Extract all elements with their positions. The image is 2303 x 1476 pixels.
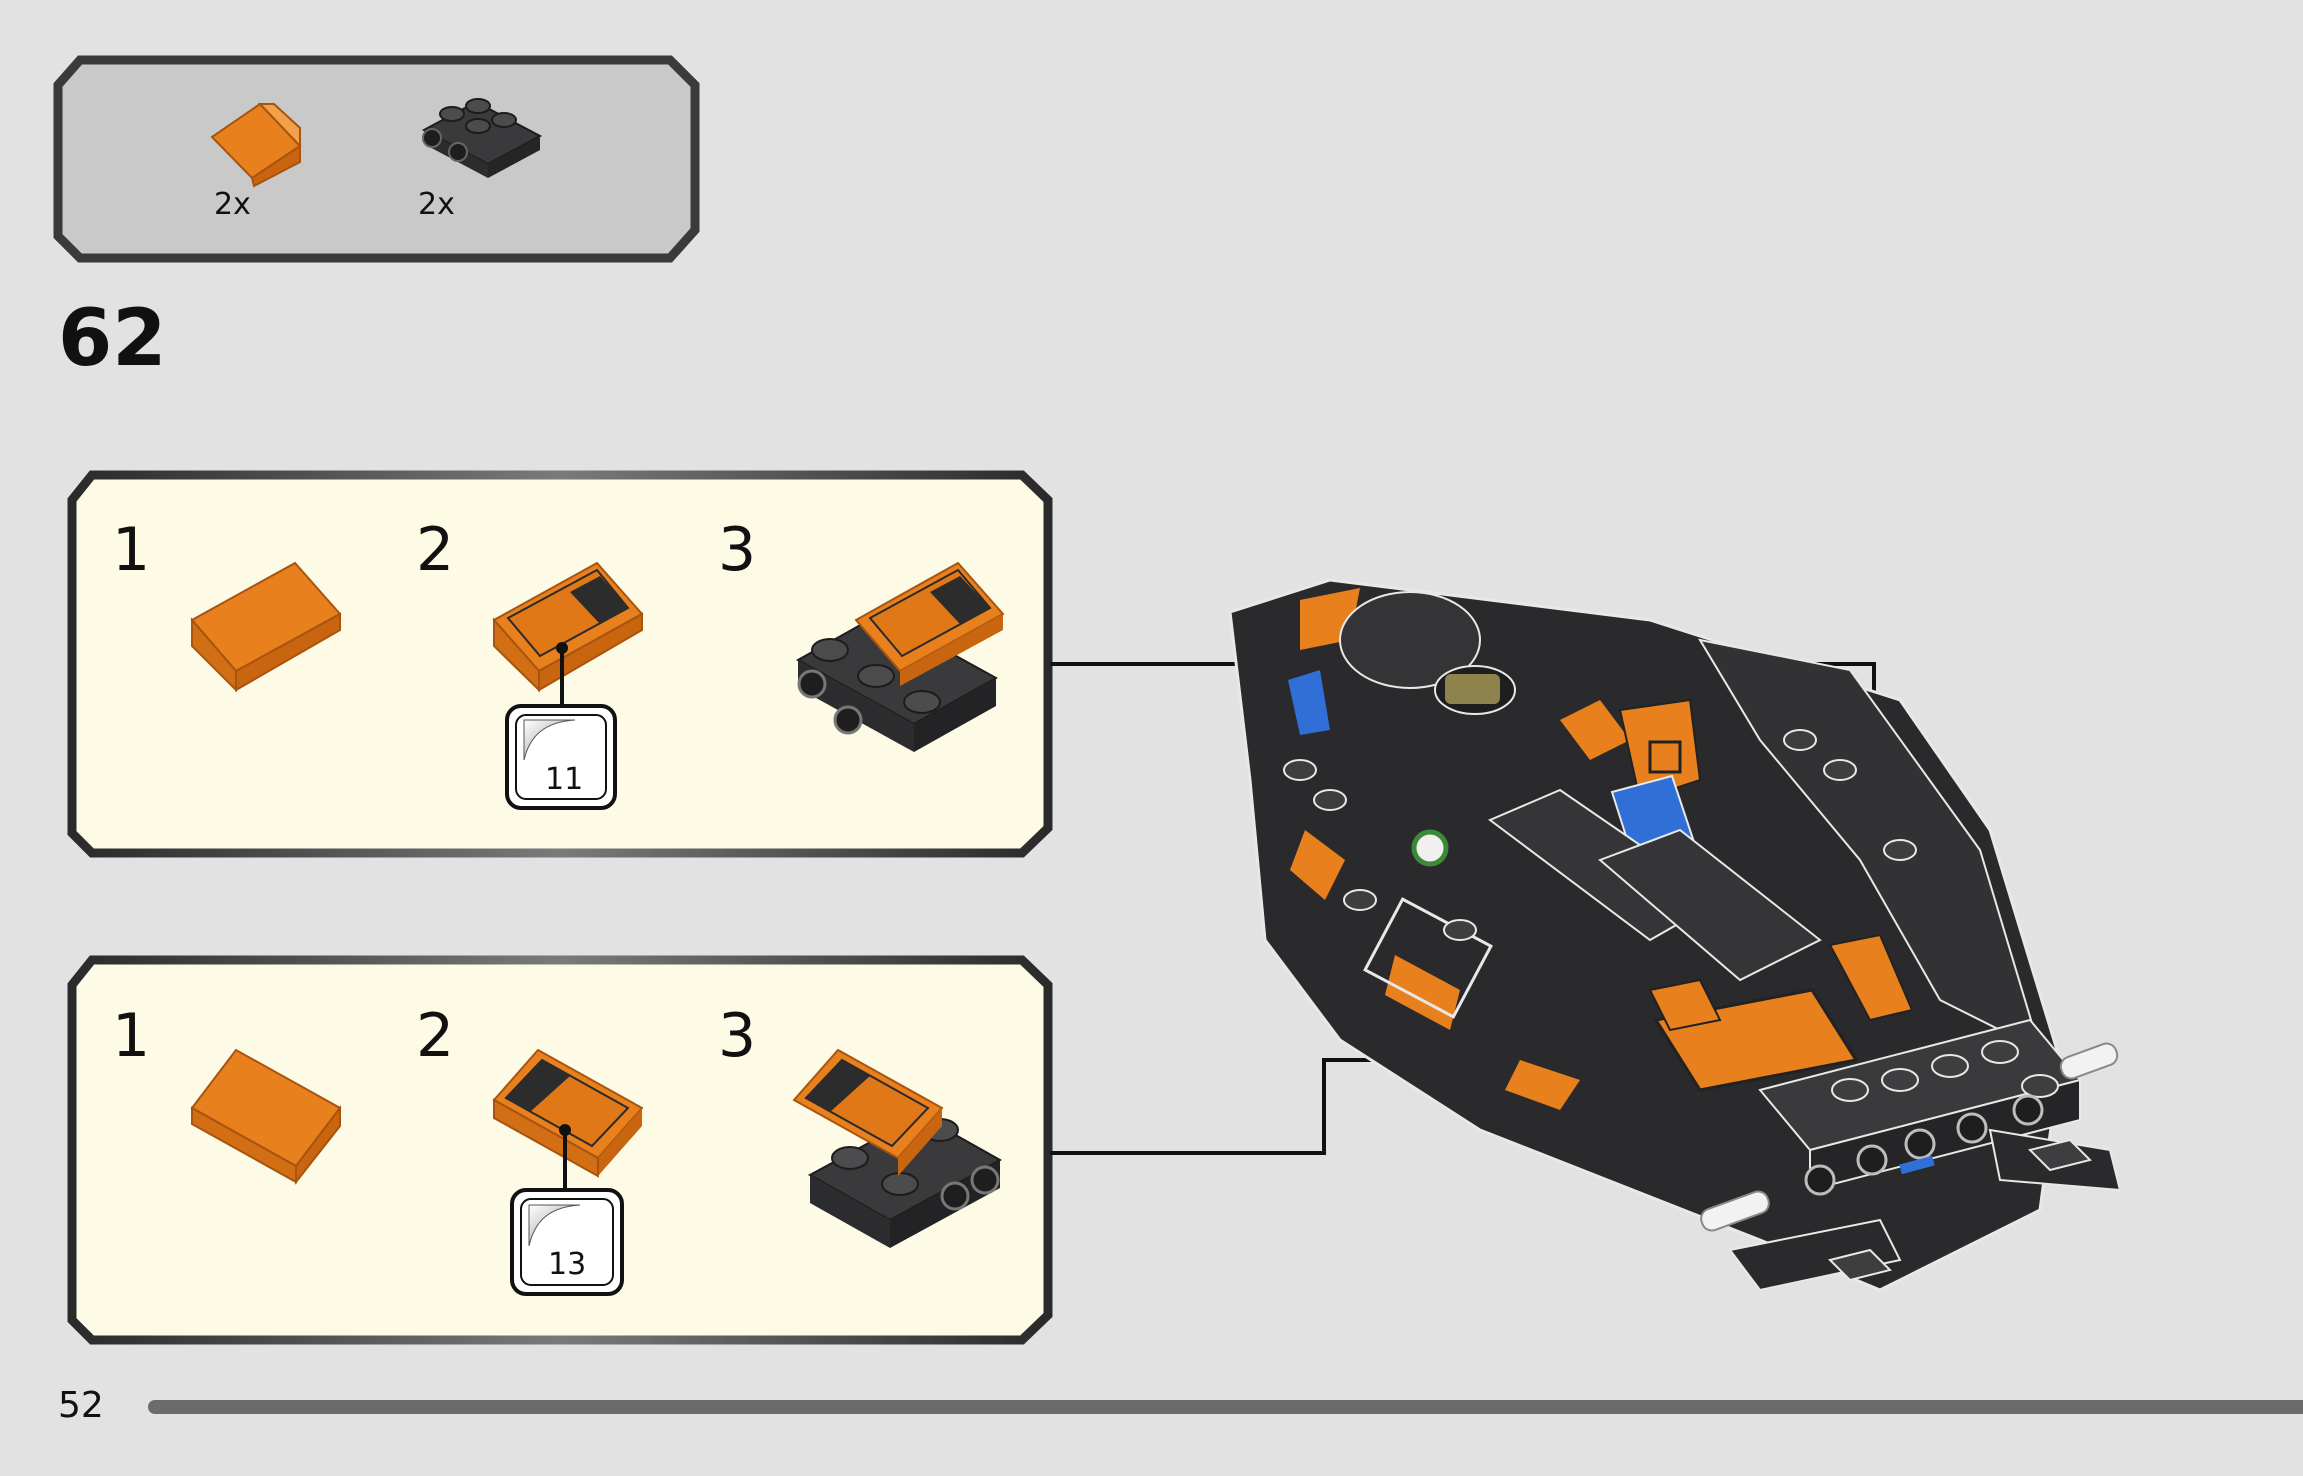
sub-step-number: 3 xyxy=(718,515,757,585)
combined-assembly-icon xyxy=(795,561,1005,752)
sticker-callout-1 xyxy=(505,642,617,810)
step-number: 62 xyxy=(58,294,167,384)
sticker-callout-2 xyxy=(510,1124,624,1296)
slope-part-icon xyxy=(190,1048,342,1185)
orange-slope-tile-icon xyxy=(210,102,302,188)
sticker-number: 11 xyxy=(545,762,584,797)
sub-step-number: 2 xyxy=(416,1001,455,1071)
page-number: 52 xyxy=(58,1385,104,1426)
black-plate-with-wheel-holders-icon xyxy=(421,98,543,178)
sub-step-number: 3 xyxy=(718,1001,757,1071)
sticker-number: 13 xyxy=(548,1247,587,1282)
parts-list-box xyxy=(53,55,700,263)
combined-assembly-icon xyxy=(792,1048,1003,1248)
sub-step-number: 2 xyxy=(416,515,455,585)
part-quantity: 2x xyxy=(214,187,251,222)
part-quantity: 2x xyxy=(418,187,455,222)
slope-with-sticker-icon xyxy=(492,561,644,693)
race-car-model-icon xyxy=(1228,578,2122,1292)
sub-step-number: 1 xyxy=(112,515,151,585)
slope-with-sticker-icon xyxy=(492,1048,644,1178)
slope-part-icon xyxy=(190,561,342,693)
sub-step-number: 1 xyxy=(112,1001,151,1071)
